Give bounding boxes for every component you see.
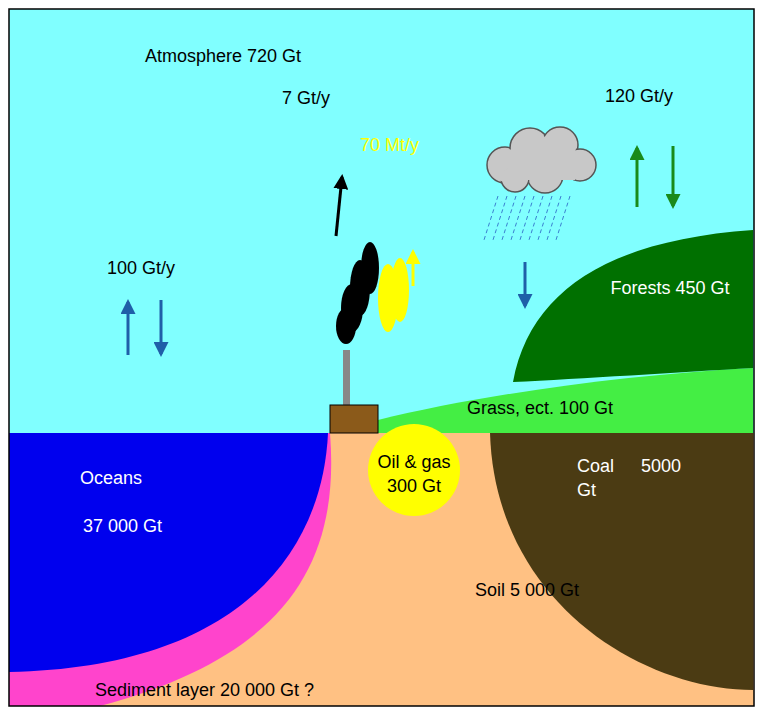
node-label: 37 000 Gt	[83, 514, 223, 538]
ocean-region: Oceans 37 000 Gt	[60, 466, 260, 556]
forest-region: Forests 450 Gt	[600, 276, 740, 346]
node-label: Oceans	[80, 466, 200, 490]
coal-deposit: Coal 5000 Gt	[572, 454, 722, 514]
black-smoke	[336, 242, 379, 344]
flux-label: 70 Mt/y	[360, 135, 419, 157]
rain-streaks	[484, 196, 570, 240]
flux-label: 120 Gt/y	[605, 86, 673, 108]
coal-deposit	[490, 433, 753, 690]
forest-hill	[513, 230, 753, 382]
flux-arrow-down	[672, 146, 675, 206]
node-label: Soil 5 000 Gt	[475, 578, 665, 602]
node-label: Atmosphere 720 Gt	[145, 44, 375, 68]
flux-arrow-up	[636, 148, 639, 207]
emission-arrow	[412, 252, 415, 286]
flux-label: 100 Gt/y	[107, 258, 175, 280]
flux-label: 7 Gt/y	[282, 88, 330, 110]
sediment-layer: Sediment layer 20 000 Gt ?	[90, 678, 410, 704]
rain-arrow	[524, 262, 527, 306]
sky	[9, 9, 754, 706]
atmosphere-region: Atmosphere 720 Gt	[140, 44, 380, 74]
soil-region: Soil 5 000 Gt	[470, 578, 670, 608]
node-label: Oil & gas 300 Gt	[362, 450, 466, 499]
flux-arrow-down	[160, 300, 163, 354]
yellow-smoke	[378, 258, 409, 332]
node-label: Forests 450 Gt	[600, 276, 740, 300]
node-label: Sediment layer 20 000 Gt ?	[95, 678, 395, 702]
emission-arrow	[336, 177, 342, 236]
sediment-layer	[9, 433, 331, 706]
rain-cloud	[487, 127, 596, 193]
oil-gas-deposit: Oil & gas 300 Gt	[362, 450, 466, 510]
node-label: Grass, ect. 100 Gt	[467, 396, 657, 420]
ocean	[9, 433, 328, 672]
flux-arrow-up	[127, 302, 130, 355]
node-label: Coal 5000 Gt	[577, 454, 709, 503]
factory	[330, 405, 378, 433]
chimney	[343, 350, 350, 405]
frame	[9, 9, 754, 706]
grass-band: Grass, ect. 100 Gt	[462, 396, 662, 426]
